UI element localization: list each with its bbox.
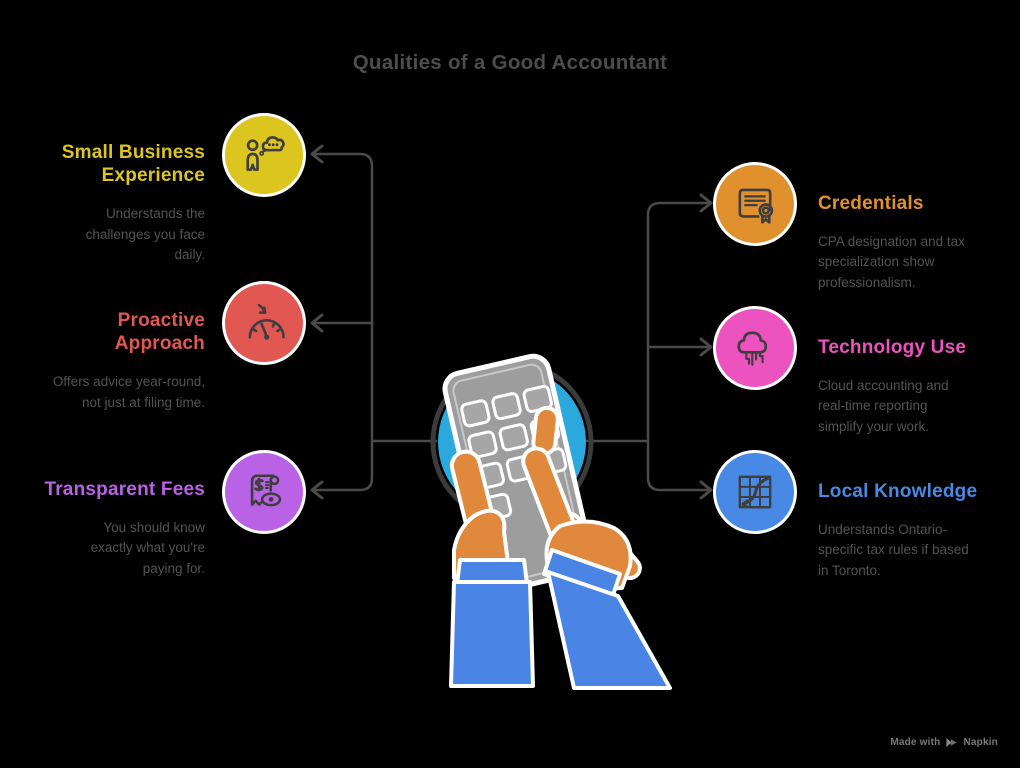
item-transparent-fees: Transparent Fees You should know exactly… <box>33 478 205 579</box>
arrowhead-left-top <box>310 144 324 164</box>
arrowhead-right-top <box>699 193 713 213</box>
arrowhead-right-middle <box>699 337 713 357</box>
arrowhead-left-middle <box>310 313 324 333</box>
item-description: Understands Ontario-specific tax rules i… <box>818 522 969 578</box>
item-small-business-experience: Small Business Experience Understands th… <box>33 141 205 265</box>
proactive-badge <box>222 281 306 365</box>
item-heading: Technology Use <box>818 337 967 358</box>
item-description: You should know exactly what you're payi… <box>90 520 205 576</box>
certificate-ribbon-icon <box>738 188 774 224</box>
person-thought-bubble-icon <box>246 136 285 171</box>
item-local-knowledge: Local Knowledge Understands Ontario-spec… <box>818 480 1003 581</box>
item-description: Offers advice year-round, not just at fi… <box>52 374 205 410</box>
arrowhead-left-bottom <box>310 480 324 500</box>
item-heading: Small Business Experience <box>61 142 205 187</box>
page-title: Qualities of a Good Accountant <box>352 51 668 74</box>
item-credentials: Credentials CPA designation and tax spec… <box>818 192 1003 293</box>
local-knowledge-badge <box>713 450 797 534</box>
cloud-circuit-icon <box>737 331 768 366</box>
item-heading: Proactive Approach <box>114 310 205 355</box>
item-heading: Transparent Fees <box>44 479 205 500</box>
map-route-icon <box>738 475 772 509</box>
item-heading: Local Knowledge <box>818 481 978 502</box>
speedometer-icon <box>248 303 285 340</box>
item-description: CPA designation and tax specialization s… <box>818 234 965 290</box>
item-heading: Credentials <box>818 193 924 214</box>
item-description: Cloud accounting and real-time reporting… <box>818 378 949 434</box>
transparent-fees-badge <box>222 450 306 534</box>
receipt-eye-icon <box>250 474 282 507</box>
item-proactive-approach: Proactive Approach Offers advice year-ro… <box>33 309 205 413</box>
napkin-logo-icon <box>946 738 958 747</box>
arrowhead-right-bottom <box>699 480 713 500</box>
credentials-badge <box>713 162 797 246</box>
brand-label: Napkin <box>963 737 998 748</box>
technology-badge <box>713 306 797 390</box>
made-with-napkin-watermark[interactable]: Made with Napkin <box>890 737 998 748</box>
small-business-badge <box>222 113 306 197</box>
item-technology-use: Technology Use Cloud accounting and real… <box>818 336 1003 437</box>
made-with-label: Made with <box>890 737 941 748</box>
item-description: Understands the challenges you face dail… <box>85 206 205 262</box>
